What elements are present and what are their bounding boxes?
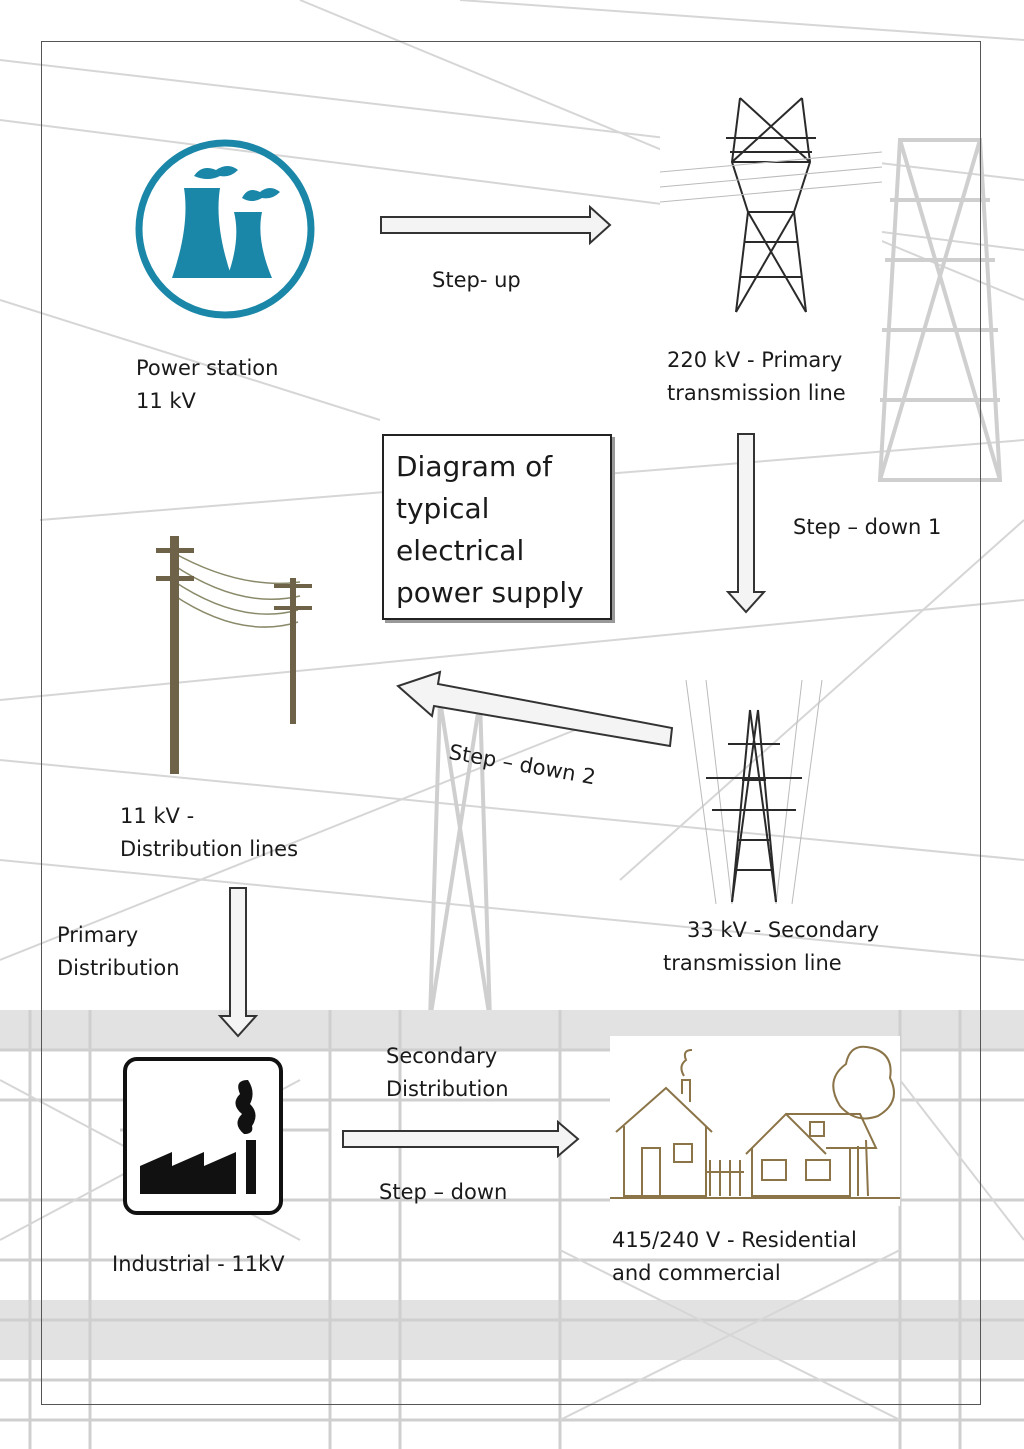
power-station-icon [135, 139, 315, 319]
factory-icon [123, 1057, 283, 1215]
step-down-1-arrow [725, 433, 767, 614]
primary-distribution-label: Primary Distribution [57, 923, 180, 980]
secondary-distribution-arrow [342, 1120, 580, 1158]
step-up-label: Step- up [432, 268, 521, 292]
diagram-title: Diagram of typical electrical power supp… [382, 434, 612, 620]
step-up-arrow [380, 204, 612, 246]
primary-distribution-arrow [217, 887, 259, 1038]
secondary-transmission-tower-icon [685, 680, 823, 904]
power-station-label: Power station 11 kV [136, 356, 279, 413]
primary-transmission-label: 220 kV - Primary transmission line [667, 348, 846, 405]
step-down-1-label: Step – down 1 [793, 515, 942, 539]
distribution-lines-label: 11 kV - Distribution lines [120, 804, 299, 861]
utility-pole-icon [156, 536, 312, 774]
step-down-label: Step – down [379, 1180, 508, 1204]
secondary-transmission-label: 33 kV - Secondary transmission line [663, 918, 880, 975]
secondary-distribution-label: Secondary Distribution [386, 1044, 509, 1101]
primary-transmission-tower-icon [660, 92, 882, 322]
residential-label: 415/240 V - Residential and commercial [612, 1228, 857, 1285]
industrial-label: Industrial - 11kV [112, 1252, 285, 1276]
houses-icon [610, 1036, 900, 1206]
step-down-2-arrow [396, 670, 674, 748]
page-frame [41, 41, 981, 1405]
